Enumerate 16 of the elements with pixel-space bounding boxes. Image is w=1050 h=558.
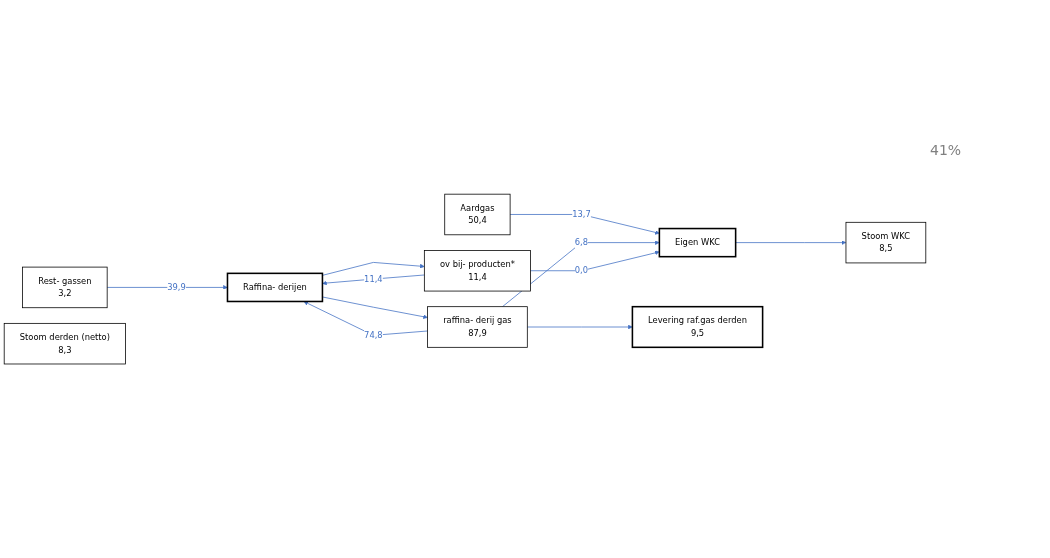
node-box: ov bij- producten* 11,4 — [423, 249, 531, 292]
node-box: Raffina- derijen — [226, 272, 324, 303]
node-box: Stoom WKC 8,5 — [845, 221, 927, 264]
edge-label: 39,9 — [167, 282, 186, 293]
node-box: Eigen WKC — [658, 227, 737, 258]
edge-label: 0,0 — [574, 265, 589, 276]
edge-label: 13,7 — [572, 209, 591, 220]
edge-label: 6,8 — [574, 237, 589, 248]
node-box: raffina- derij gas 87,9 — [427, 306, 528, 348]
node-box: Aardgas 50,4 — [444, 193, 511, 236]
node-box: Rest- gassen 3,2 — [22, 266, 108, 309]
percentage-note: 41% — [930, 142, 962, 158]
node-box: Stoom derden (netto) 8,3 — [3, 322, 126, 365]
edge-label: 11,4 — [364, 273, 383, 284]
node-box: Levering raf.gas derden 9,5 — [631, 305, 764, 348]
edge-label: 74,8 — [364, 330, 383, 340]
